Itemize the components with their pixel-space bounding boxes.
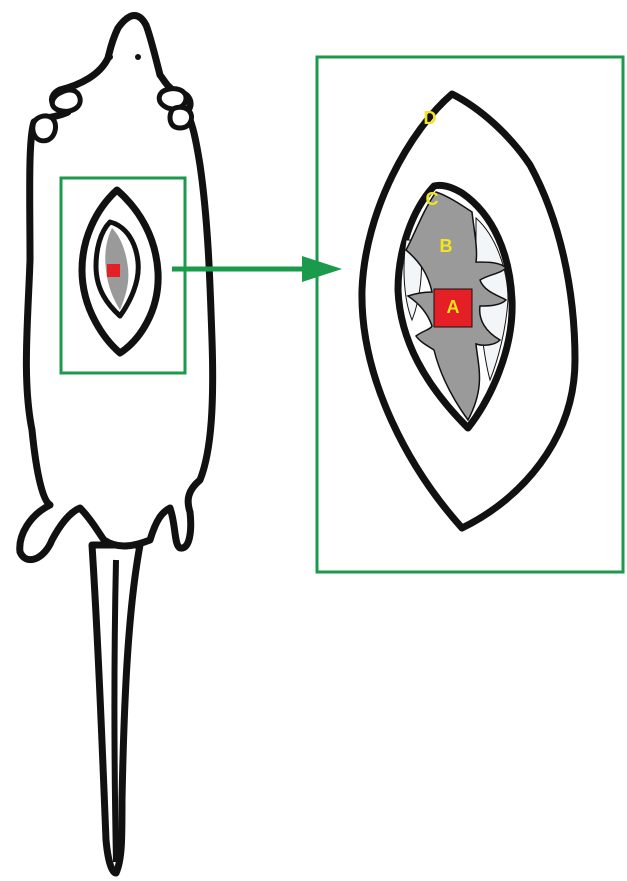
label-b: B bbox=[440, 236, 453, 256]
label-d: D bbox=[424, 108, 437, 128]
mouse-tail-inner-line bbox=[115, 560, 117, 862]
small-marker-a bbox=[107, 264, 120, 277]
mouse-left-eye bbox=[107, 54, 113, 60]
zoom-arrow-head bbox=[302, 256, 342, 282]
label-c: C bbox=[426, 189, 439, 209]
enlarged-incision-view: A B C D bbox=[317, 57, 623, 572]
mouse-left-ear bbox=[52, 90, 80, 111]
label-a: A bbox=[447, 297, 460, 317]
mouse bbox=[20, 15, 213, 873]
mouse-right-eye bbox=[135, 54, 141, 60]
mouse-left-ear-lower bbox=[33, 116, 56, 141]
mouse-right-ear-lower bbox=[170, 107, 191, 128]
